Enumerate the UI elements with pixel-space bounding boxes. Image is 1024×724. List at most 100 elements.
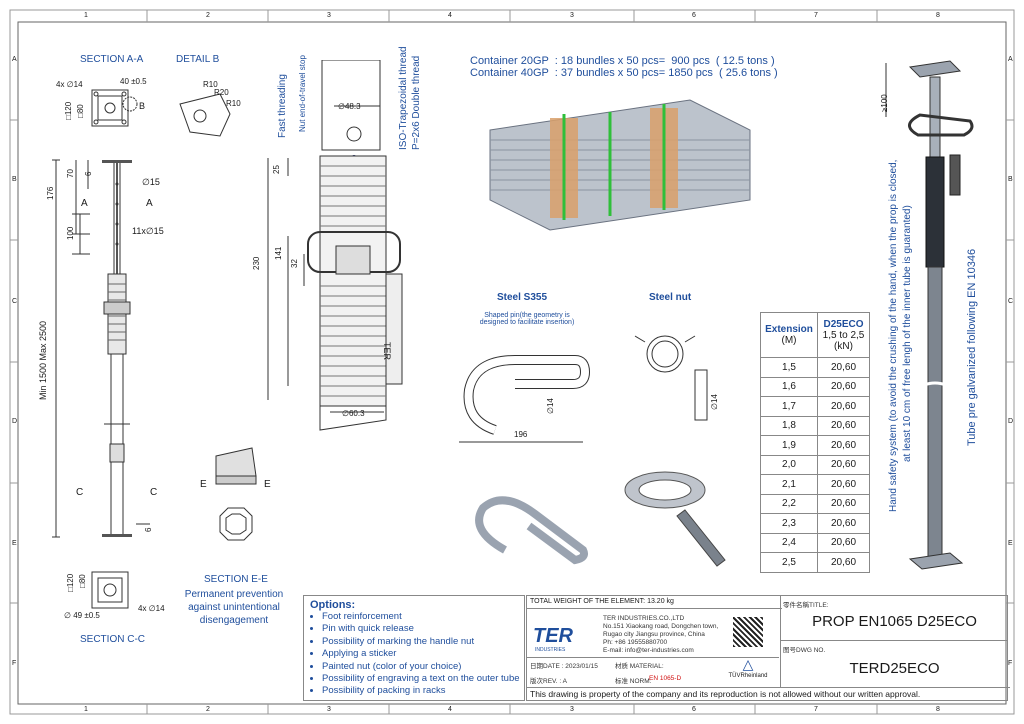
title-right: 零件名稱TITLE: PROP EN1065 D25ECO 图号DWG NO. … — [780, 596, 1008, 687]
grid-row-c-right: C — [1008, 298, 1014, 305]
grid-col-8: 8 — [936, 12, 940, 19]
table-cell-extension: 2,1 — [760, 474, 818, 495]
section-ee-desc: Permanent prevention against unintention… — [181, 588, 287, 627]
dim-230: 230 — [252, 256, 261, 270]
grid-row-b: B — [12, 176, 17, 183]
grid-row-e-right: E — [1008, 540, 1013, 547]
table-cell-extension: 1,6 — [760, 376, 818, 397]
dim-r10a: R10 — [203, 80, 218, 89]
shaped-pin-note-line-2: designed to facilitate insertion) — [479, 319, 575, 326]
dim-176: 176 — [46, 186, 55, 200]
container-20gp: Container 20GP : 18 bundles x 50 pcs= 90… — [470, 55, 775, 67]
date-field: 日期DATE : 2023/01/15 — [530, 663, 598, 670]
dim-b: B — [139, 101, 146, 111]
copyright-footer: This drawing is property of the company … — [527, 687, 1010, 700]
section-c-left: C — [76, 487, 84, 498]
grid-row-a: A — [12, 56, 17, 63]
section-e-right: E — [264, 479, 271, 490]
dim-6b: 6 — [144, 527, 153, 532]
table-cell-load: 20,60 — [817, 474, 870, 495]
material-field: 材质 MATERIAL: — [615, 663, 664, 670]
table-cell-extension: 2,2 — [760, 493, 818, 514]
section-ee-desc-line-3: disengagement — [199, 615, 269, 626]
grid-col-6-bottom: 6 — [692, 706, 696, 713]
dim-100b: ≥100 — [880, 94, 889, 112]
grid-col-2-bottom: 2 — [206, 706, 210, 713]
dim-14b: ∅14 — [710, 394, 719, 410]
section-ee-desc-line-1: Permanent prevention — [184, 589, 284, 600]
company-address: TER INDUSTRIES.CO.,LTD No.151 Xiaokang r… — [603, 615, 718, 655]
dim-49: ∅ 49 ±0.5 — [64, 611, 100, 620]
table-cell-extension: 2,5 — [760, 552, 818, 573]
grid-col-5-bottom: 3 — [570, 706, 574, 713]
iso-thread-label-2: P=2x6 Double thread — [411, 55, 422, 150]
table-header-extension-line-2: (M) — [781, 335, 797, 346]
grid-col-6: 6 — [692, 12, 696, 19]
dim-r20: R20 — [214, 88, 229, 97]
section-ee-desc-line-2: against unintentional — [188, 602, 280, 613]
company-address-line-2: Rugao city Jiangsu province, China — [603, 631, 705, 638]
table-cell-load: 20,60 — [817, 552, 870, 573]
dim-min-max: Min 1500 Max 2500 — [38, 320, 48, 400]
dim-4x14b: 4x ∅14 — [138, 604, 165, 613]
ter-engraving: TER — [382, 342, 392, 360]
title-label: 零件名稱TITLE: — [783, 602, 829, 609]
hand-safety-line-2: at least 10 cm of free lengh of the inne… — [902, 205, 913, 462]
grid-col-8-bottom: 8 — [936, 706, 940, 713]
prop-elevation-drawing — [52, 89, 257, 609]
dim-4x14: 4x ∅14 — [56, 80, 83, 89]
section-ee-label: SECTION E-E — [204, 574, 268, 585]
dim-80b: □80 — [78, 574, 87, 588]
total-weight: TOTAL WEIGHT OF THE ELEMENT: 13.20 kg — [527, 596, 782, 609]
tube-galv-label: Tube pre galvanized following EN 10346 — [966, 248, 978, 446]
table-header-d25eco-line-1: D25ECO — [823, 318, 864, 330]
table-header-d25eco: D25ECO 1,5 to 2,5 (kN) — [817, 312, 870, 358]
table-cell-extension: 1,9 — [760, 435, 818, 456]
dim-100: 100 — [66, 226, 75, 240]
company-address-line-1: No.151 Xiaokang road, Dongchen town, — [603, 623, 719, 630]
tuv-triangle-icon: △ — [742, 656, 754, 672]
grid-col-3: 3 — [327, 12, 331, 19]
ter-logo: TER — [533, 625, 573, 647]
dim-32: 32 — [290, 259, 299, 268]
grid-col-4: 4 — [448, 12, 452, 19]
steel-nut-label: Steel nut — [649, 292, 692, 303]
bundle-image — [489, 99, 751, 231]
grid-row-f: F — [12, 660, 17, 667]
table-cell-extension: 1,8 — [760, 415, 818, 436]
grid-col-3-bottom: 3 — [327, 706, 331, 713]
container-40gp: Container 40GP : 37 bundles x 50 pcs= 18… — [470, 67, 778, 79]
steel-s355-label: Steel S355 — [497, 292, 548, 303]
shaped-pin-note: Shaped pin(the geometry is designed to f… — [472, 312, 582, 326]
table-header-d25eco-line-3: (kN) — [834, 340, 853, 352]
table-cell-extension: 2,4 — [760, 532, 818, 553]
company-phone: Ph: +86 19555880700 — [603, 639, 668, 646]
grid-col-7-bottom: 7 — [814, 706, 818, 713]
detail-b-label: DETAIL B — [176, 54, 220, 65]
title-divider — [781, 640, 1008, 641]
list-item: Possibility of packing in racks — [322, 685, 524, 697]
table-cell-load: 20,60 — [817, 357, 870, 378]
list-item: Foot reinforcement — [322, 611, 524, 623]
section-e-left: E — [200, 479, 207, 490]
table-header-d25eco-line-2: 1,5 to 2,5 — [822, 329, 865, 341]
table-cell-load: 20,60 — [817, 396, 870, 417]
shaped-pin-note-line-1: Shaped pin(the geometry is — [484, 312, 570, 319]
table-header-extension-line-1: Extension — [765, 324, 813, 335]
list-item: Possibility of engraving a text on the o… — [322, 673, 524, 685]
grid-col-1: 1 — [84, 12, 88, 19]
grid-row-b-right: B — [1008, 176, 1013, 183]
list-item: Painted nut (color of your choice) — [322, 661, 524, 673]
grid-row-d-right: D — [1008, 418, 1014, 425]
grid-col-7: 7 — [814, 12, 818, 19]
